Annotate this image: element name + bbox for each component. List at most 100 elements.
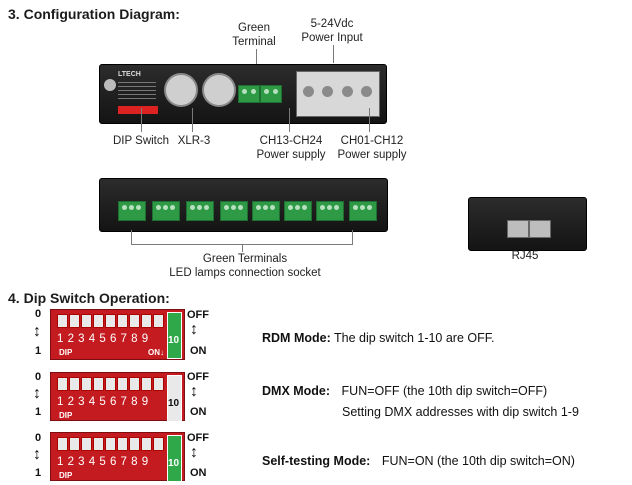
section-4-title: Dip Switch Operation:: [23, 290, 170, 306]
dmx-mode-text: DMX Mode: FUN=OFF (the 10th dip switch=O…: [262, 384, 547, 398]
dip-switch-10: 10: [167, 375, 182, 422]
screw-icon: [303, 86, 314, 97]
off-label: OFF: [187, 309, 209, 321]
self-test-mode-name: Self-testing Mode:: [262, 454, 371, 468]
rj45-label: RJ45: [511, 250, 539, 262]
rj45-port-icon: [507, 220, 529, 238]
leader-line: [369, 108, 370, 132]
green-terminal-label-line1: Green: [238, 22, 270, 34]
dip-ten: 10: [168, 398, 180, 409]
leader-line: [192, 108, 193, 132]
green-terminal-block: [349, 201, 377, 221]
on-label: ON: [190, 345, 207, 357]
controller-side-view: [99, 178, 388, 232]
green-terminals-label-line2: LED lamps connection socket: [169, 267, 321, 279]
xlr-in-socket: [202, 73, 236, 107]
green-terminal-block: [152, 201, 180, 221]
self-test-mode-text: Self-testing Mode: FUN=ON (the 10th dip …: [262, 454, 575, 468]
dip-zero-label: 0: [35, 308, 42, 320]
rdm-mode-description: The dip switch 1-10 are OFF.: [334, 331, 495, 345]
rdm-mode-text: RDM Mode: The dip switch 1-10 are OFF.: [262, 331, 494, 345]
off-label: OFF: [187, 371, 209, 383]
green-terminal-block: [220, 201, 248, 221]
green-terminal-block: [186, 201, 214, 221]
on-text: ON↓: [148, 348, 164, 357]
controller-device: LTECH: [99, 64, 387, 124]
dip-numbers: 1 2 3 4 5 6 7 8 9: [57, 333, 149, 345]
rj45-device: [468, 197, 587, 251]
dip-switch-10: 10: [167, 312, 182, 359]
leader-line: [352, 230, 353, 244]
green-terminals-label-line1: Green Terminals: [202, 253, 288, 265]
ch13-ch24-label-line2: Power supply: [256, 149, 326, 161]
dip-numbers: 1 2 3 4 5 6 7 8 9: [57, 456, 149, 468]
up-down-arrow-icon: ↕: [190, 321, 198, 338]
dip-one-label: 1: [35, 467, 42, 479]
ch01-ch12-label: CH01-CH12 Power supply: [334, 134, 410, 162]
self-test-mode-description: FUN=ON (the 10th dip switch=ON): [381, 454, 575, 468]
ch01-ch12-label-line2: Power supply: [337, 149, 407, 161]
ch01-ch12-label-line1: CH01-CH12: [340, 135, 404, 147]
screw-icon: [361, 86, 372, 97]
up-down-arrow-icon: ↕: [33, 323, 41, 340]
spec-text: [118, 82, 156, 102]
leader-line: [141, 108, 142, 132]
green-terminal-block: [238, 85, 260, 103]
green-terminal-label: Green Terminal: [227, 21, 281, 49]
dip-zero-label: 0: [35, 432, 42, 444]
dip-switch-diagram-self-test: 1 2 3 4 5 6 7 8 9 10 DIP: [50, 432, 185, 482]
up-down-arrow-icon: ↕: [190, 383, 198, 400]
screw-icon: [322, 86, 333, 97]
dip-text: DIP: [59, 471, 73, 480]
dip-one-label: 1: [35, 406, 42, 418]
dip-zero-label: 0: [35, 371, 42, 383]
section-3-number: 3.: [8, 6, 20, 22]
screw-icon: [342, 86, 353, 97]
leader-line: [256, 49, 257, 67]
dip-text: DIP: [59, 348, 73, 357]
up-down-arrow-icon: ↕: [33, 385, 41, 402]
brand-logo: LTECH: [118, 71, 141, 78]
dip-ten: 10: [168, 458, 180, 469]
dip-one-label: 1: [35, 345, 42, 357]
dip-switch: [118, 106, 158, 114]
power-input-label: 5-24Vdc Power Input: [294, 17, 370, 45]
rj45-port-icon: [529, 220, 551, 238]
section-3-title: Configuration Diagram:: [23, 6, 180, 22]
leader-line: [242, 244, 243, 252]
rdm-mode-name: RDM Mode:: [262, 331, 331, 345]
dmx-mode-name: DMX Mode:: [262, 384, 331, 398]
on-label: ON: [190, 406, 207, 418]
off-label: OFF: [187, 432, 209, 444]
power-input-label-line1: 5-24Vdc: [310, 18, 354, 30]
dip-switch-diagram-dmx: 1 2 3 4 5 6 7 8 9 10 DIP: [50, 372, 185, 422]
dmx-mode-description: FUN=OFF (the 10th dip switch=OFF): [341, 384, 548, 398]
ch13-ch24-label-line1: CH13-CH24: [259, 135, 323, 147]
dip-ten: 10: [168, 335, 180, 346]
green-terminal-block: [316, 201, 344, 221]
xlr-label: XLR-3: [177, 135, 211, 147]
green-terminal-block: [118, 201, 146, 221]
green-terminal-label-line2: Terminal: [232, 36, 276, 48]
on-label: ON: [190, 467, 207, 479]
green-terminal-block: [260, 85, 282, 103]
section-4-number: 4.: [8, 290, 20, 306]
logo-icon: [104, 79, 116, 91]
dip-text: DIP: [59, 411, 73, 420]
section-3-heading: 3. Configuration Diagram:: [8, 6, 180, 22]
up-down-arrow-icon: ↕: [190, 444, 198, 461]
dip-numbers: 1 2 3 4 5 6 7 8 9: [57, 396, 149, 408]
xlr-out-socket: [164, 73, 198, 107]
green-terminal-block: [284, 201, 312, 221]
leader-line: [289, 108, 290, 132]
leader-line: [131, 230, 132, 244]
dmx-mode-description-2: Setting DMX addresses with dip switch 1-…: [342, 405, 579, 419]
up-down-arrow-icon: ↕: [33, 446, 41, 463]
dip-switch-10: 10: [167, 435, 182, 482]
ch13-ch24-label: CH13-CH24 Power supply: [253, 134, 329, 162]
dip-switch-label: DIP Switch: [112, 135, 170, 147]
green-terminals-label: Green Terminals LED lamps connection soc…: [140, 252, 350, 280]
green-terminal-block: [252, 201, 280, 221]
section-4-heading: 4. Dip Switch Operation:: [8, 290, 170, 306]
power-terminal-block: [296, 71, 380, 117]
